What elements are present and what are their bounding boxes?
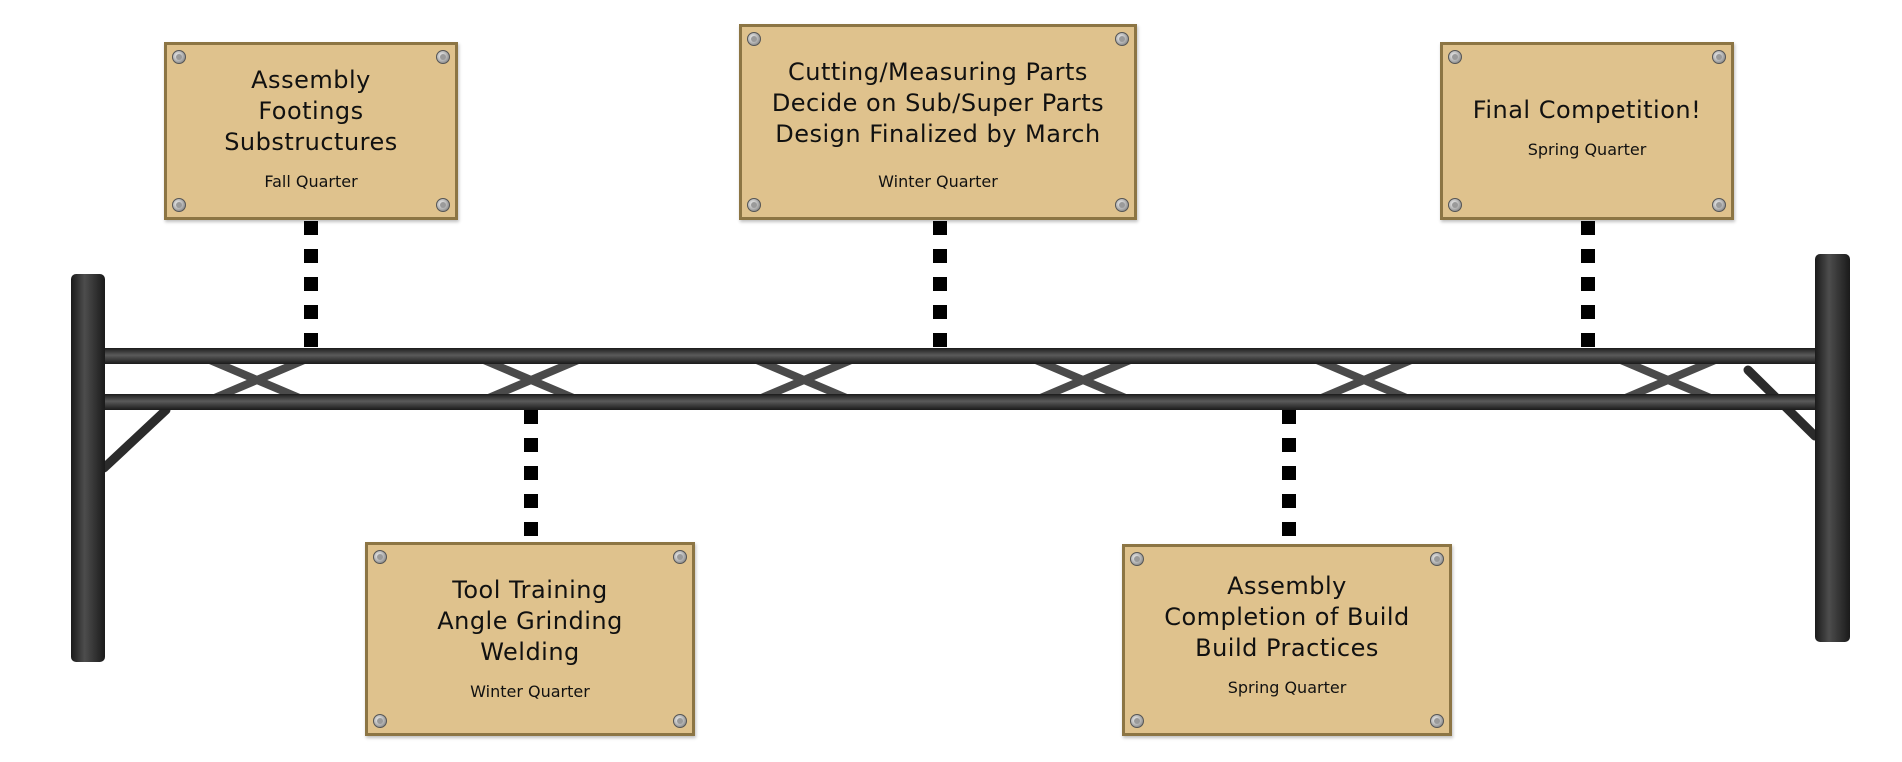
bolt-icon xyxy=(172,198,186,212)
bolt-icon xyxy=(1448,50,1462,64)
milestone-quarter: Winter Quarter xyxy=(470,682,590,701)
milestone-title: Assembly Footings Substructures xyxy=(224,66,398,156)
milestone-title: Tool Training Angle Grinding Welding xyxy=(437,576,623,666)
milestone-title: Cutting/Measuring Parts Decide on Sub/Su… xyxy=(771,58,1105,148)
left-diagonal-brace xyxy=(99,405,171,473)
milestone-quarter: Winter Quarter xyxy=(878,172,998,191)
bolt-icon xyxy=(1130,714,1144,728)
bolt-icon xyxy=(1448,198,1462,212)
bolt-icon xyxy=(673,550,687,564)
bolt-icon xyxy=(747,198,761,212)
milestone-connector xyxy=(1282,410,1296,544)
bolt-icon xyxy=(1115,198,1129,212)
milestone-connector xyxy=(304,221,318,349)
bolt-icon xyxy=(1712,198,1726,212)
milestone-connector xyxy=(524,410,538,542)
bolt-icon xyxy=(673,714,687,728)
bolt-icon xyxy=(1712,50,1726,64)
bolt-icon xyxy=(747,32,761,46)
milestone-plaque-final-competition: Final Competition! Spring Quarter xyxy=(1440,42,1734,220)
milestone-plaque-tool-training: Tool Training Angle Grinding Welding Win… xyxy=(365,542,695,736)
milestone-quarter: Spring Quarter xyxy=(1527,140,1647,159)
milestone-plaque-fall-assembly: Assembly Footings Substructures Fall Qua… xyxy=(164,42,458,220)
milestone-connector xyxy=(933,221,947,349)
bolt-icon xyxy=(1430,714,1444,728)
bolt-icon xyxy=(373,714,387,728)
bolt-icon xyxy=(1430,552,1444,566)
milestone-title: Assembly Completion of Build Build Pract… xyxy=(1164,572,1410,662)
left-post xyxy=(71,274,105,662)
bolt-icon xyxy=(436,198,450,212)
milestone-connector xyxy=(1581,221,1595,349)
bolt-icon xyxy=(436,50,450,64)
bolt-icon xyxy=(373,550,387,564)
bolt-icon xyxy=(1130,552,1144,566)
milestone-quarter: Fall Quarter xyxy=(264,172,358,191)
milestone-plaque-spring-assembly: Assembly Completion of Build Build Pract… xyxy=(1122,544,1452,736)
bolt-icon xyxy=(1115,32,1129,46)
milestone-plaque-cutting-measuring: Cutting/Measuring Parts Decide on Sub/Su… xyxy=(739,24,1137,220)
bolt-icon xyxy=(172,50,186,64)
milestone-quarter: Spring Quarter xyxy=(1227,678,1347,697)
bottom-rail xyxy=(95,394,1835,410)
right-post xyxy=(1815,254,1850,642)
milestone-title: Final Competition! xyxy=(1472,96,1702,124)
top-rail xyxy=(95,348,1835,364)
